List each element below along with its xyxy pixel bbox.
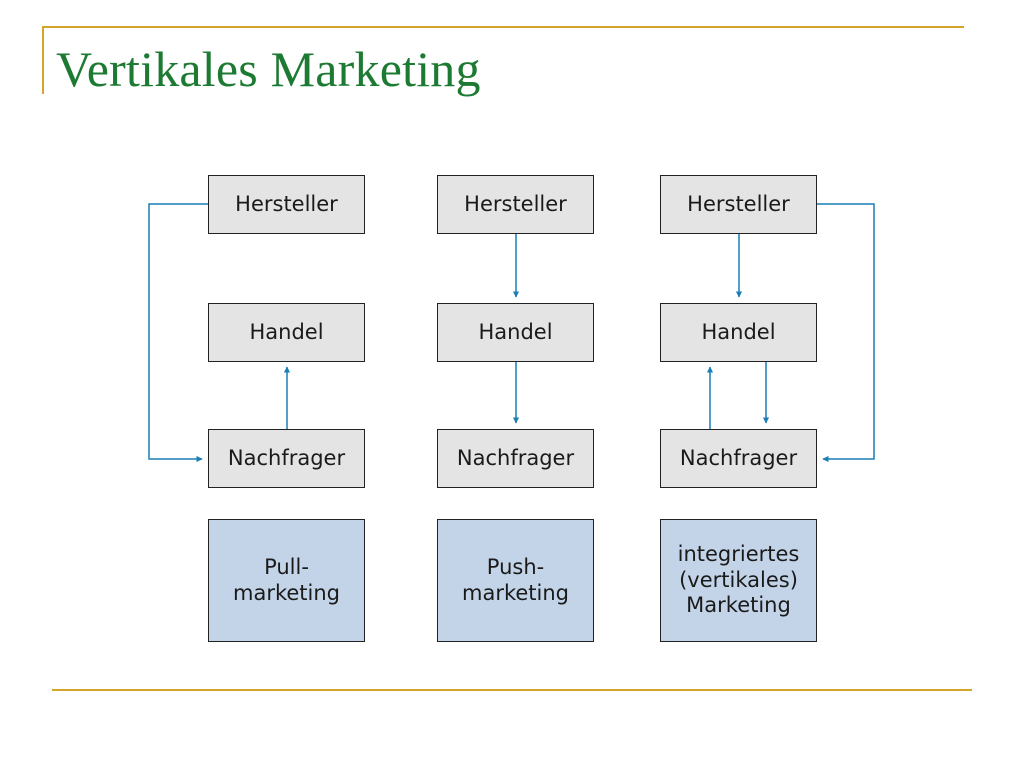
pull-hersteller-box: Hersteller — [208, 175, 365, 234]
slide-title: Vertikales Marketing — [56, 41, 481, 97]
push-marketing-box: Push- marketing — [437, 519, 594, 642]
pull-hersteller-to-nachfrager-arrow — [148, 203, 208, 463]
integrated-marketing-box: integriertes (vertikales) Marketing — [660, 519, 817, 642]
integrated-hersteller-box: Hersteller — [660, 175, 817, 234]
integrated-handel-box: Handel — [660, 303, 817, 362]
push-nachfrager-box: Nachfrager — [437, 429, 594, 488]
integrated-nachfrager-box: Nachfrager — [660, 429, 817, 488]
pull-handel-box: Handel — [208, 303, 365, 362]
pull-marketing-box: Pull- marketing — [208, 519, 365, 642]
top-accent-rule — [42, 26, 964, 28]
left-accent-rule — [42, 26, 44, 94]
integrated-hersteller-to-nachfrager-arrow — [817, 203, 875, 463]
push-handel-box: Handel — [437, 303, 594, 362]
bottom-accent-rule — [52, 689, 972, 691]
push-hersteller-box: Hersteller — [437, 175, 594, 234]
pull-nachfrager-box: Nachfrager — [208, 429, 365, 488]
